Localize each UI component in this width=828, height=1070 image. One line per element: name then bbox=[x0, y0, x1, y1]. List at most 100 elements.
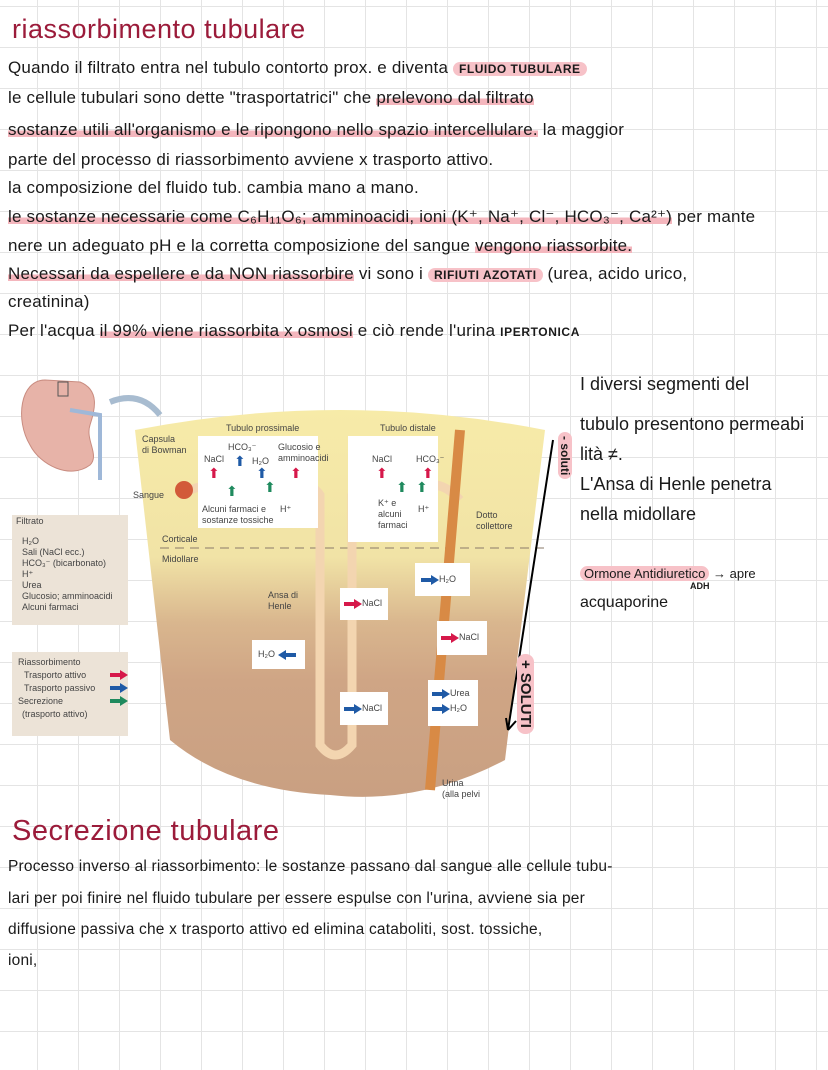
legend-item: Secrezione bbox=[18, 695, 128, 708]
text: Urea bbox=[450, 688, 470, 698]
label-midollare: Midollare bbox=[162, 554, 199, 564]
list-item: HCO₃⁻ (bicarbonato) bbox=[22, 558, 106, 568]
text: (alla pelvi bbox=[442, 789, 481, 799]
highlight: sostanze utili all'organismo e le ripong… bbox=[8, 120, 538, 139]
side-note-line: acquaporine bbox=[580, 594, 669, 611]
note-line: Per l'acqua il 99% viene riassorbita x o… bbox=[8, 321, 580, 341]
label-hco3: HCO₃⁻ bbox=[416, 454, 445, 464]
nacl-duct-box: NaCl bbox=[437, 621, 487, 655]
kidney-icon bbox=[21, 379, 102, 480]
plus-soluti-label: + SOLUTI bbox=[517, 654, 534, 734]
proximal-box bbox=[198, 436, 318, 528]
secretion-arrow-icon: ⬆ bbox=[226, 483, 238, 499]
minus-soluti-label: - soluti bbox=[558, 432, 572, 480]
label-h: H⁺ bbox=[418, 504, 430, 514]
list-item: Urea bbox=[22, 580, 42, 590]
list-item: Glucosio; amminoacidi bbox=[22, 591, 113, 601]
label-sangue: Sangue bbox=[133, 490, 165, 500]
text: la composizione del fluido tub. cambia m… bbox=[8, 178, 419, 197]
filtrato-box bbox=[12, 515, 128, 625]
filtrato-list: H₂O Sali (NaCl ecc.) HCO₃⁻ (bicarbonato)… bbox=[22, 536, 113, 613]
label-h: H⁺ bbox=[280, 504, 292, 514]
text: Ansa di bbox=[268, 590, 299, 600]
note-line: parte del processo di riassorbimento avv… bbox=[8, 150, 493, 170]
note-line: Necessari da espellere e da NON riassorb… bbox=[8, 264, 687, 284]
active-arrow-icon bbox=[110, 670, 128, 680]
active-arrow-icon bbox=[441, 632, 459, 643]
passive-arrow-icon bbox=[432, 703, 450, 714]
text: per mante bbox=[672, 207, 756, 226]
h2o-descending-box: H₂O bbox=[252, 640, 305, 669]
highlight: il 99% viene riassorbita x osmosi bbox=[99, 321, 353, 340]
nephron-diagram: Tubulo prossimale Tubulo distale Capsula… bbox=[0, 370, 572, 810]
text: NaCl bbox=[362, 703, 383, 713]
text: (trasporto attivo) bbox=[22, 709, 88, 719]
text: collettore bbox=[476, 521, 513, 531]
highlight: le sostanze necessarie come C₆H₁₁O₆; amm… bbox=[8, 207, 673, 226]
passive-arrow-icon bbox=[344, 703, 362, 714]
glomerulus-icon bbox=[175, 481, 193, 499]
text: Capsula bbox=[142, 434, 176, 444]
section-title-secrezione: Secrezione tubulare bbox=[12, 815, 280, 847]
text: creatinina) bbox=[8, 292, 90, 311]
text: Henle bbox=[268, 601, 292, 611]
text: di Bowman bbox=[142, 445, 187, 455]
text: parte del processo di riassorbimento avv… bbox=[8, 150, 494, 169]
text: (urea, acido urico, bbox=[542, 264, 688, 283]
list-item: Alcuni farmaci bbox=[22, 602, 79, 612]
side-note-line: L'Ansa di Henle penetra bbox=[580, 474, 772, 494]
adh-note: Ormone Antidiuretico → apre bbox=[580, 566, 756, 581]
section-title-riassorbimento: riassorbimento tubulare bbox=[12, 14, 306, 44]
active-arrow-icon: ⬆ bbox=[208, 465, 220, 481]
highlight-term: FLUIDO TUBULARE bbox=[453, 62, 587, 76]
note-line: creatinina) bbox=[8, 292, 90, 312]
text: Dotto bbox=[476, 510, 498, 520]
label-hco3: HCO₃⁻ bbox=[228, 442, 257, 452]
text: vi sono i bbox=[353, 264, 428, 283]
list-item: H₂O bbox=[22, 536, 39, 546]
note-line: Processo inverso al riassorbimento: le s… bbox=[8, 858, 613, 875]
label-filtrato: Filtrato bbox=[16, 516, 44, 526]
text: Glucosio e bbox=[278, 442, 321, 452]
secretion-arrow-icon: ⬆ bbox=[416, 479, 428, 495]
side-note-line: nella midollare bbox=[580, 504, 697, 524]
legend-item: Trasporto passivo bbox=[18, 682, 128, 695]
note-line: le cellule tubulari sono dette "trasport… bbox=[8, 88, 534, 108]
highlight-term: RIFIUTI AZOTATI bbox=[427, 268, 543, 282]
text: → apre bbox=[713, 566, 756, 581]
text: H₂O bbox=[450, 703, 467, 713]
note-line: le sostanze necessarie come C₆H₁₁O₆; amm… bbox=[8, 207, 755, 227]
text: H₂O bbox=[439, 574, 456, 584]
text: H₂O bbox=[258, 649, 275, 659]
adh-abbr: ADH bbox=[690, 581, 710, 591]
text: Urina bbox=[442, 778, 464, 788]
nacl-low-box: NaCl bbox=[340, 692, 388, 725]
active-arrow-icon: ⬆ bbox=[376, 465, 388, 481]
secretion-arrow-icon bbox=[110, 696, 128, 706]
term: IPERTONICA bbox=[500, 325, 580, 339]
text: farmaci bbox=[378, 520, 408, 530]
side-note-line: I diversi segmenti del bbox=[580, 374, 750, 394]
text: Trasporto attivo bbox=[24, 670, 87, 680]
text: e ciò rende l'urina bbox=[352, 321, 501, 340]
label-corticale: Corticale bbox=[162, 534, 198, 544]
collecting-duct bbox=[425, 429, 465, 791]
note-line: la composizione del fluido tub. cambia m… bbox=[8, 178, 419, 198]
text: Alcuni farmaci e bbox=[202, 504, 267, 514]
text: NaCl bbox=[362, 598, 383, 608]
text: alcuni bbox=[378, 509, 402, 519]
passive-arrow-icon bbox=[432, 688, 450, 699]
active-arrow-icon: ⬆ bbox=[290, 465, 302, 481]
note-line: ioni, bbox=[8, 952, 38, 969]
highlight: Necessari da espellere e da NON riassorb… bbox=[8, 264, 354, 283]
passive-arrow-icon: ⬆ bbox=[256, 465, 268, 481]
label-h2o: H₂O bbox=[252, 456, 269, 466]
text: Secrezione bbox=[18, 696, 64, 706]
zoom-arrow-icon bbox=[108, 395, 163, 417]
passive-arrow-icon bbox=[421, 574, 439, 585]
secretion-arrow-icon: ⬆ bbox=[396, 479, 408, 495]
